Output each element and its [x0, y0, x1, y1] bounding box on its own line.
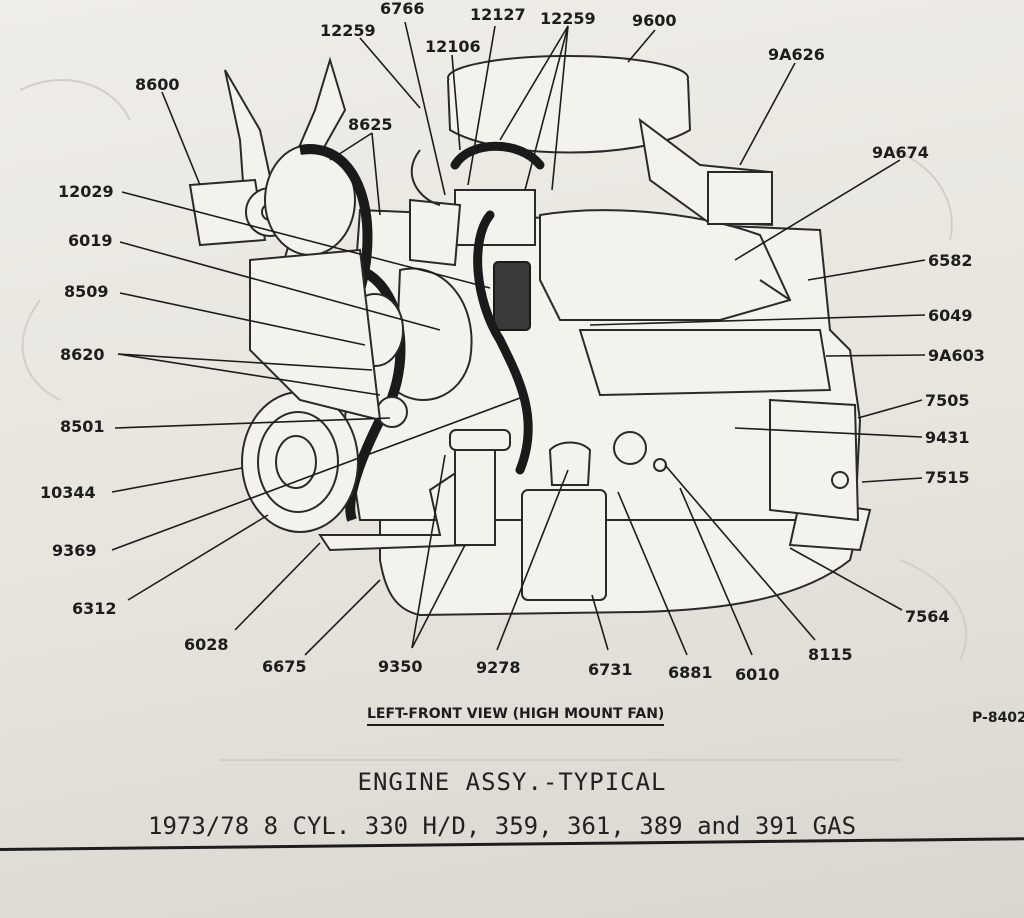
callout-label: 8115: [808, 645, 853, 664]
water-outlet: [409, 198, 462, 267]
callout-label: 9A674: [872, 143, 929, 162]
callout-label: 9369: [52, 541, 97, 560]
callout-label: 8501: [60, 417, 105, 436]
oil-pressure-port: [613, 431, 647, 465]
callout-label: 6881: [668, 663, 713, 682]
callout-label: 6019: [68, 231, 113, 250]
air-duct-opening: [707, 171, 773, 225]
intake-manifold: [539, 209, 792, 321]
callout-label: 12029: [58, 182, 114, 201]
rear-mount-bolt: [831, 471, 849, 489]
callout-label: 12259: [320, 21, 376, 40]
flywheel-housing: [769, 398, 860, 522]
callout-label: 6010: [735, 665, 780, 684]
callout-label: 7564: [905, 607, 950, 626]
page-subtitle: 1973/78 8 CYL. 330 H/D, 359, 361, 389 an…: [148, 812, 857, 840]
callout-label: 8620: [60, 345, 105, 364]
air-cleaner-body: [447, 79, 692, 154]
page-title: ENGINE ASSY.-TYPICAL: [357, 768, 667, 796]
exhaust-manifold: [578, 329, 832, 397]
oil-pan: [379, 519, 862, 617]
callout-labels: 6766 12127 12259 9600 12259 12106 9A626 …: [40, 0, 985, 684]
callout-label: 9431: [925, 428, 970, 447]
callout-label: 9350: [378, 657, 423, 676]
carburetor: [454, 189, 536, 246]
callout-label: 8600: [135, 75, 180, 94]
fuel-filter: [454, 449, 496, 546]
plate-id: P-8402: [972, 710, 1024, 726]
pcv-hose: [410, 149, 441, 206]
callout-label: 9278: [476, 658, 521, 677]
ignition-coil: [493, 261, 531, 331]
callout-label: 9A626: [768, 45, 825, 64]
callout-label: 12259: [540, 9, 596, 28]
callout-label: 6312: [72, 599, 117, 618]
idler-pulley: [376, 396, 408, 428]
bleed-through-ghost: [19, 79, 968, 761]
engine-illustration: [188, 55, 872, 617]
crankshaft-hub: [275, 435, 317, 489]
block-drain-plug: [653, 458, 667, 472]
view-caption: LEFT-FRONT VIEW (HIGH MOUNT FAN): [367, 706, 665, 726]
callout-label: 9600: [632, 11, 677, 30]
oil-filter: [521, 489, 607, 601]
callout-label: 7515: [925, 468, 970, 487]
callout-label: 6049: [928, 306, 973, 325]
callout-label: 9A603: [928, 346, 985, 365]
callout-label: 6731: [588, 660, 633, 679]
callout-label: 8509: [64, 282, 109, 301]
callout-label: 6582: [928, 251, 973, 270]
callout-label: 12127: [470, 5, 526, 24]
callout-label: 10344: [40, 483, 96, 502]
fan-blade-left: [188, 178, 267, 247]
callout-label: 6766: [380, 0, 425, 18]
leader-lines: [111, 21, 926, 656]
callout-label: 6675: [262, 657, 307, 676]
callout-label: 7505: [925, 391, 970, 410]
radiator-hose: [473, 210, 533, 475]
callout-label: 6028: [184, 635, 229, 654]
callout-label: 8625: [348, 115, 393, 134]
callout-label: 12106: [425, 37, 481, 56]
fuel-pump-top: [449, 429, 511, 451]
exhaust-pipe-stub: [759, 279, 791, 301]
oil-filter-adapter: [548, 441, 592, 486]
